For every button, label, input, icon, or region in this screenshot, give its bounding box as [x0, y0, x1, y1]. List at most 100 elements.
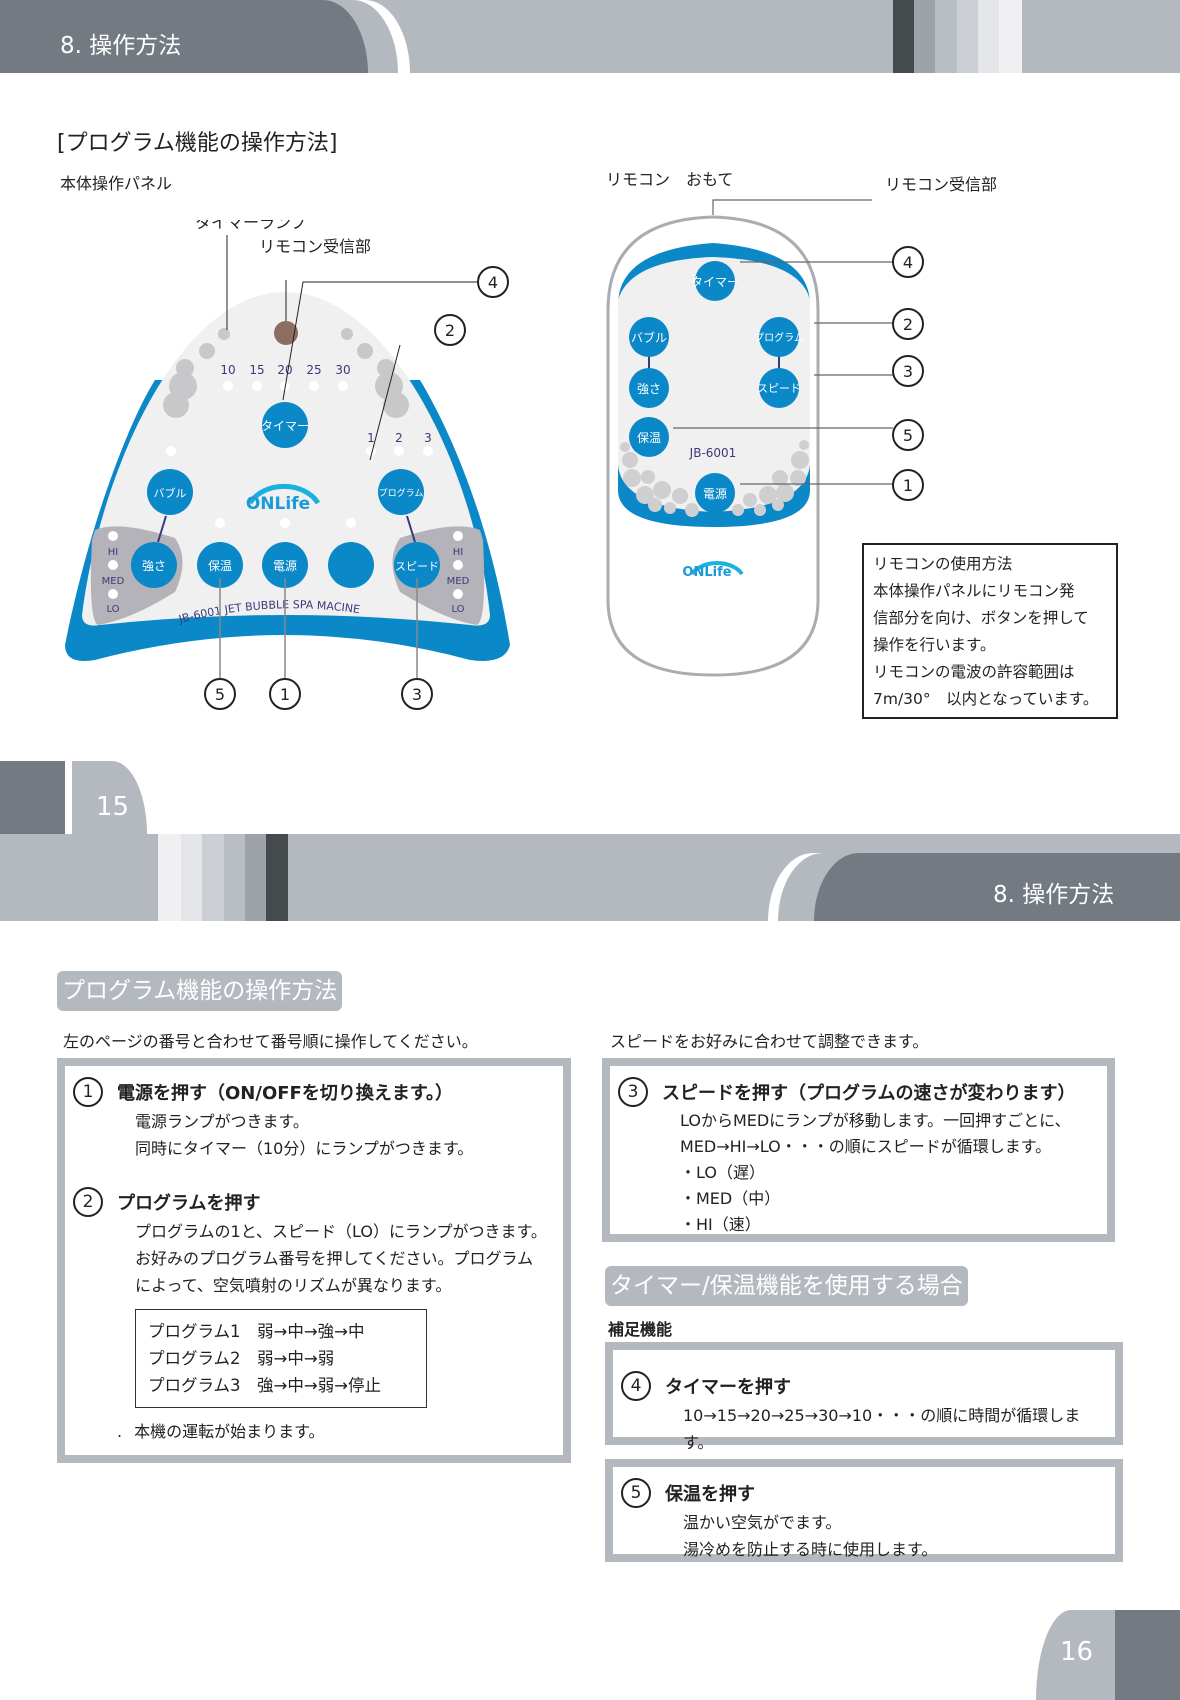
note-line: 信部分を向け、ボタンを押して [873, 609, 1089, 627]
remote-diagram: リモコン おもて タイマー バブル プログラム 強さ スピード 保温 電源 JB… [606, 170, 997, 677]
intro-right: スピードをお好みに合わせて調整できます。 [610, 1032, 929, 1051]
step-title: プログラムを押す [117, 1193, 261, 1214]
note-line: 本体操作パネルにリモコン発 [873, 582, 1075, 600]
program-button-label: プログラム [379, 487, 424, 499]
remote-speed-button[interactable] [759, 368, 799, 408]
stripe [978, 0, 999, 73]
page-tab-dark [1115, 1610, 1180, 1700]
remote-strength-label: 強さ [637, 382, 661, 396]
timer-button[interactable] [262, 402, 308, 448]
bubble-button-label: バブル [154, 486, 187, 500]
step-text: によって、空気噴射のリズムが異なります。 [135, 1276, 452, 1295]
program-row: プログラム3 強→中→弱→停止 [148, 1376, 381, 1395]
page-number: 15 [96, 792, 130, 822]
step-number: 2 [73, 1187, 103, 1217]
program-button[interactable] [378, 469, 424, 515]
step-title: タイマーを押す [665, 1377, 791, 1398]
stripe [245, 834, 266, 921]
onlife-logo: ONLife [246, 494, 310, 514]
callout-5: 5 [903, 426, 913, 445]
logo-arc [247, 483, 321, 505]
stripe [957, 0, 978, 73]
remote-bubble-button[interactable] [629, 317, 669, 357]
remote-keep-warm-button[interactable] [629, 417, 669, 457]
remote-program-button[interactable] [759, 317, 799, 357]
step-text: MED→HI→LO・・・の順にスピードが循環します。 [680, 1137, 1052, 1156]
remote-timer-label: タイマー [691, 275, 739, 289]
remote-onlife-logo: ONLife [682, 565, 731, 580]
step-number: 1 [73, 1077, 103, 1107]
step-text: プログラムの1と、スピード（LO）にランプがつきます。 [135, 1222, 547, 1241]
step-title: スピードを押す（プログラムの速さが変わります） [662, 1083, 1076, 1104]
strength-button[interactable] [131, 542, 177, 588]
step-text: お好みのプログラム番号を押してください。プログラム [135, 1249, 534, 1268]
timer-value: 10 [220, 363, 235, 377]
page-number: 16 [1060, 1637, 1094, 1667]
step-text: ・LO（遅） [680, 1163, 765, 1182]
power-button-label: 電源 [273, 559, 297, 573]
intro-left: 左のページの番号と合わせて番号順に操作してください。 [63, 1032, 478, 1051]
remote-keep-warm-label: 保温 [637, 431, 661, 445]
indicator-lamps [108, 381, 463, 599]
blank-button[interactable] [328, 542, 374, 588]
program-table: プログラム1 弱→中→強→中 プログラム2 弱→中→弱 プログラム3 強→中→弱… [135, 1309, 427, 1408]
step-text: 同時にタイマー（10分）にランプがつきます。 [135, 1139, 474, 1158]
step-2-heading: 2 プログラムを押す [73, 1186, 555, 1218]
step-4-heading: 4 タイマーを押す [621, 1370, 1107, 1402]
note-line: 操作を行います。 [873, 636, 996, 654]
section-heading-program: プログラム機能の操作方法 [57, 971, 343, 1011]
level-med: MED [447, 576, 470, 587]
remote-timer-button[interactable] [695, 261, 735, 301]
section-heading-timer: タイマー/保温機能を使用する場合 [605, 1266, 968, 1306]
remote-speed-label: スピード [757, 382, 801, 395]
callout-1: 1 [280, 685, 290, 704]
remote-strength-button[interactable] [629, 368, 669, 408]
step-number: 4 [621, 1371, 651, 1401]
speed-button[interactable] [394, 542, 440, 588]
program-row: プログラム2 弱→中→弱 [148, 1349, 335, 1368]
header-tab [0, 0, 368, 73]
program-row: プログラム1 弱→中→強→中 [148, 1322, 365, 1341]
step-text: 湯冷めを防止する時に使用します。 [683, 1540, 938, 1559]
power-button[interactable] [262, 542, 308, 588]
stripe [266, 834, 288, 921]
receiver-label: リモコン受信部 [259, 237, 371, 256]
step-text: 温かい空気がでます。 [683, 1513, 842, 1532]
program-number: 3 [424, 431, 432, 445]
stripe [158, 834, 181, 921]
program-number: 1 [367, 431, 375, 445]
callout-5: 5 [215, 685, 225, 704]
note-line: 7m/30° 以内となっています。 [873, 690, 1099, 708]
level-hi: HI [453, 547, 463, 558]
level-lo: LO [106, 604, 119, 615]
header-tab [814, 853, 1180, 921]
remote-model: JB-6001 [689, 446, 737, 460]
decor-bubbles [620, 440, 809, 517]
step-text: ・MED（中） [680, 1189, 781, 1208]
keep-warm-button[interactable] [197, 542, 243, 588]
stripe [914, 0, 935, 73]
program-number: 2 [395, 431, 403, 445]
section-title: 8. 操作方法 [60, 33, 182, 59]
remote-receiver-label: リモコン受信部 [885, 175, 997, 194]
remote-receiver-sensor [274, 321, 298, 345]
timer-button-label: タイマー [261, 419, 309, 433]
remote-power-button[interactable] [695, 473, 735, 513]
remote-program-label: プログラム [754, 331, 804, 344]
control-panel-diagram: 10 15 20 25 30 1 2 3 HI MED LO HI MED LO… [65, 220, 510, 710]
footer-mark: . [117, 1422, 123, 1441]
callout-2: 2 [445, 321, 455, 340]
step-title: 電源を押す（ON/OFFを切り換えます。） [117, 1083, 454, 1104]
remote-bubble-label: バブル [631, 330, 667, 345]
bubble-button[interactable] [147, 469, 193, 515]
remote-usage-note: リモコンの使用方法 本体操作パネルにリモコン発 信部分を向け、ボタンを押して 操… [862, 543, 1118, 719]
timer-value: 25 [306, 363, 321, 377]
stripe [202, 834, 224, 921]
timer-lamp-label: タイマーランプ [195, 220, 307, 232]
remote-label: リモコン おもて [606, 170, 733, 189]
